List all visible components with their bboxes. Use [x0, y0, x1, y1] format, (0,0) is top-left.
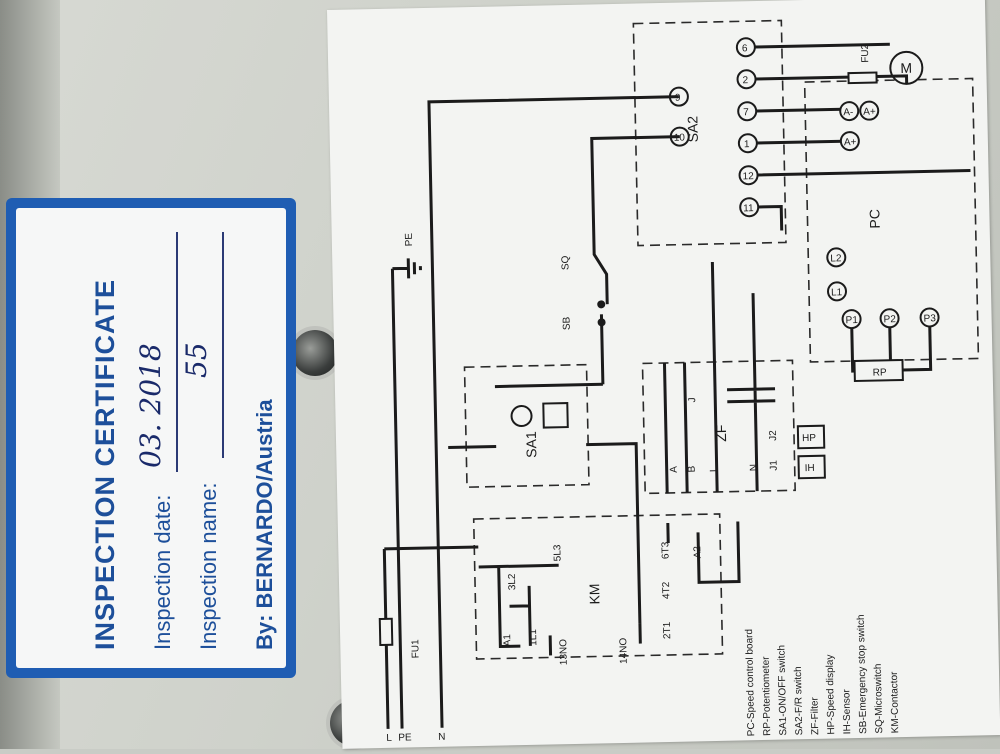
name-underline: [222, 232, 224, 458]
km-pin-14no: 14NO: [618, 637, 630, 664]
sa2-terminal-7: 7: [743, 107, 749, 118]
km-pin-6t3: 6T3: [660, 541, 671, 559]
pe-label: PE: [404, 233, 415, 247]
zf-pin-n: N: [749, 464, 760, 471]
pc-terminal-p2: P2: [883, 314, 896, 325]
pc-terminal-p3: P3: [923, 313, 936, 324]
fu1-label: FU1: [410, 639, 421, 659]
km-pin-2t1: 2T1: [662, 621, 673, 639]
sensor-a-minus: [839, 101, 860, 122]
sa2-terminal-11: 11: [743, 203, 754, 214]
inspection-date-value: 03. 2018: [134, 343, 167, 468]
km-pin-1l1: 1L1: [528, 629, 539, 646]
pc-terminal-l1: L1: [831, 287, 843, 298]
sensor-a-plus-label: A+: [863, 107, 876, 118]
km-pin-4t2: 4T2: [661, 581, 672, 599]
hp-display: [796, 424, 826, 450]
zf-pins: A B L N J J1 J2: [669, 397, 780, 473]
sa2-terminal-6: 6: [742, 43, 748, 54]
legend-item: SB-Emergency stop switch: [856, 614, 870, 734]
legend-item: KM-Contactor: [889, 671, 901, 734]
certificate-title: INSPECTION CERTIFICATE: [90, 278, 120, 650]
zf-pin-j: J: [687, 397, 698, 402]
legend-item: HP-Speed display: [825, 654, 838, 734]
sa2-terminal-1: 1: [744, 139, 750, 150]
sa1-button-a: [510, 405, 533, 428]
ih-label: IH: [805, 463, 815, 474]
zf-pin-a: A: [669, 466, 680, 473]
km-pin-a1: A1: [502, 634, 513, 647]
km-pins: A1 1L1 13NO 14NO 3L2 5L3 6T3 A2 4T2 2T1: [502, 541, 703, 666]
sensor-a-plus-2: [839, 131, 860, 152]
zf-pin-j2: J2: [768, 430, 779, 441]
zf-pin-j1: J1: [769, 460, 780, 471]
certificate-text-block: INSPECTION CERTIFICATE Inspection date: …: [16, 208, 286, 668]
km-pin-13no: 13NO: [558, 639, 570, 666]
inspection-date-label: Inspection date:: [150, 494, 175, 650]
ih-sensor: [797, 454, 826, 480]
top-screw: [292, 330, 338, 376]
pc-label: PC: [866, 209, 882, 229]
legend-item: PC-Speed control board: [744, 629, 757, 737]
fu2-label: FU2: [860, 43, 871, 63]
legend-item: RP-Potentiometer: [761, 656, 774, 736]
certificate-body: INSPECTION CERTIFICATE Inspection date: …: [16, 208, 286, 668]
zf-pin-l: L: [709, 466, 720, 472]
wiring-diagram-sheet: 6 2 7 1 12 11 9 10 SA2 M FU2 A- A+ A+ PC…: [327, 0, 1000, 749]
sa1-box: [463, 363, 590, 488]
legend-item: SA1-ON/OFF switch: [776, 645, 789, 736]
certificate-issuer: By: BERNARDO/Austria: [252, 399, 277, 650]
sa2-label: SA2: [684, 116, 701, 143]
sa2-terminal-12: 12: [742, 171, 754, 182]
line-n-label: N: [438, 732, 445, 743]
sa2-terminals: 6 2 7 1 12 11 9 10 SA2: [668, 37, 760, 218]
sq-label: SQ: [560, 255, 571, 270]
legend-item: SQ-Microswitch: [873, 663, 885, 733]
date-underline: [176, 232, 178, 472]
sensor-a-plus-2-label: A+: [844, 137, 857, 148]
wiring-diagram: 6 2 7 1 12 11 9 10 SA2 M FU2 A- A+ A+ PC…: [378, 19, 980, 744]
rp-label: RP: [873, 367, 887, 378]
inspection-name-value: 55: [180, 342, 213, 378]
legend-item: ZF-Filter: [809, 696, 821, 735]
zf-box: [641, 359, 796, 495]
sa1-label: SA1: [523, 431, 540, 458]
sensor-a-plus: [859, 100, 880, 121]
sa2-box: [632, 19, 787, 247]
legend-item: IH-Sensor: [841, 688, 853, 734]
line-pe-label: PE: [398, 732, 412, 743]
sa2-terminal-2: 2: [742, 75, 748, 86]
inspection-certificate: INSPECTION CERTIFICATE Inspection date: …: [6, 198, 296, 678]
motor-label: M: [900, 60, 912, 76]
km-label: KM: [586, 583, 602, 604]
km-pin-3l2: 3L2: [507, 573, 518, 590]
legend-item: SA2-F/R switch: [793, 666, 805, 735]
sensor-a-minus-label: A-: [843, 107, 853, 118]
pc-terminal-p1: P1: [846, 315, 859, 326]
inspection-name-label: Inspection name:: [196, 482, 221, 650]
pc-terminal-l2: L2: [830, 253, 842, 264]
sa1-button-b: [542, 402, 569, 429]
hp-label: HP: [802, 433, 816, 444]
sb-label: SB: [561, 316, 572, 330]
km-pin-5l3: 5L3: [552, 544, 563, 561]
legend: PC-Speed control board RP-Potentiometer …: [744, 614, 901, 737]
fu1-fuse: [378, 617, 394, 647]
fu2-fuse: [847, 71, 878, 85]
line-l-label: L: [386, 733, 392, 744]
zf-pin-b: B: [687, 465, 698, 472]
